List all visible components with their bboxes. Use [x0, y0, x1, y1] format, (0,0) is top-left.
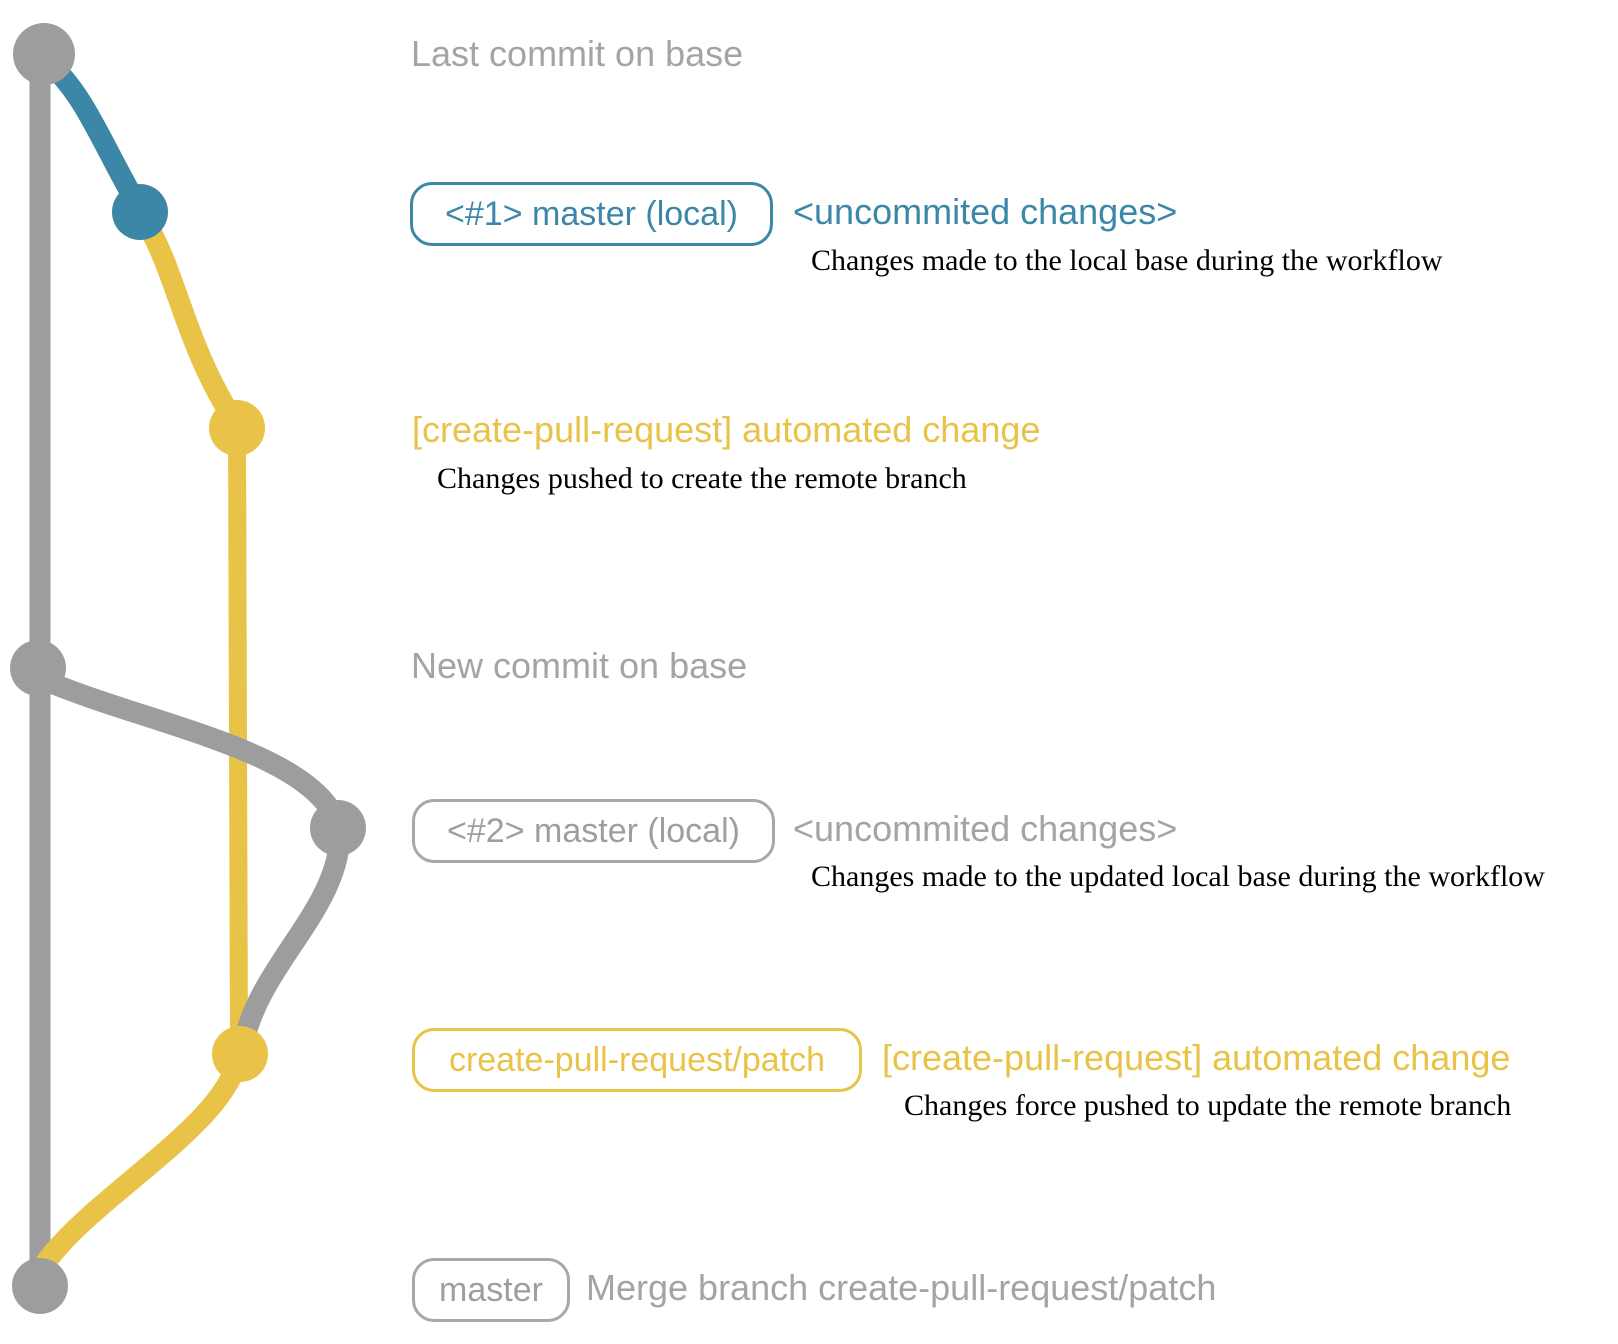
ref-badge-label: create-pull-request/patch [448, 1040, 826, 1079]
commit-node-local-2 [310, 800, 366, 856]
description-local-changes-1: Changes made to the local base during th… [811, 244, 1443, 277]
commit-node-merge [12, 1258, 68, 1314]
annotation-automated-change-2: [create-pull-request] automated change [882, 1037, 1511, 1078]
annotation-uncommited-changes-2: <uncommited changes> [793, 808, 1178, 849]
description-push-create-branch: Changes pushed to create the remote bran… [437, 462, 967, 495]
rebase-curve-out [33, 669, 349, 835]
annotation-merge-branch: Merge branch create-pull-request/patch [586, 1267, 1217, 1308]
ref-badge-label: master [439, 1270, 543, 1309]
rebase-curve-in [232, 821, 351, 1057]
annotation-uncommited-changes-1: <uncommited changes> [793, 191, 1178, 232]
commit-node-last-base [13, 23, 75, 85]
commit-node-local-1 [112, 184, 168, 240]
description-force-push-update: Changes force pushed to update the remot… [904, 1089, 1512, 1122]
commit-node-patch-2 [212, 1026, 268, 1082]
ref-badge-label: <#2> master (local) [447, 811, 740, 850]
ref-badge-label: <#1> master (local) [445, 194, 738, 233]
ref-badge-patch-branch: create-pull-request/patch [412, 1028, 862, 1092]
annotation-new-commit-on-base: New commit on base [411, 645, 748, 686]
commit-node-new-base [10, 640, 66, 696]
ref-badge-master-local-1: <#1> master (local) [410, 182, 773, 246]
annotation-last-commit-on-base: Last commit on base [411, 33, 744, 74]
ref-badge-master-local-2: <#2> master (local) [412, 799, 775, 863]
commit-node-patch-1 [209, 400, 265, 456]
annotation-automated-change-1: [create-pull-request] automated change [412, 409, 1041, 450]
patch-branch-merge-curve [35, 1047, 249, 1273]
local-master-curve [37, 51, 149, 217]
patch-branch-curve-out [130, 203, 247, 435]
ref-badge-master-merged: master [412, 1258, 570, 1322]
description-local-changes-2: Changes made to the updated local base d… [811, 860, 1545, 893]
